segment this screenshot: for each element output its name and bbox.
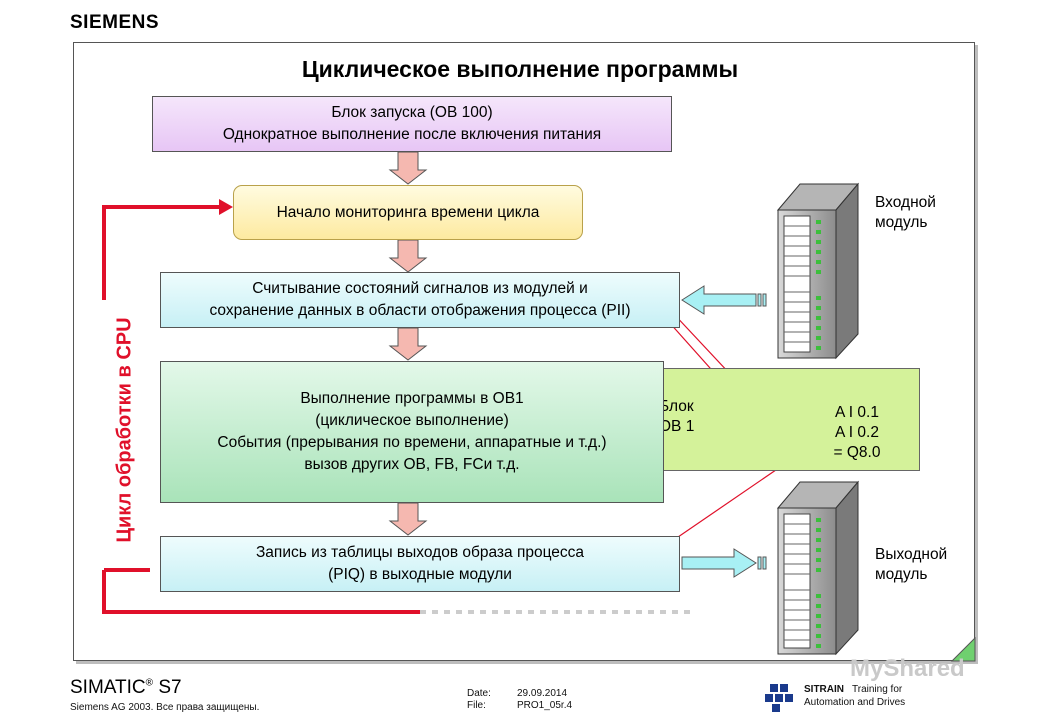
execute-line-3: События (прерывания по времени, аппаратн… bbox=[217, 434, 607, 451]
startup-block-line-2: Однократное выполнение после включения п… bbox=[222, 126, 602, 143]
output-module-graphic bbox=[776, 480, 860, 656]
footer-copyright: Siemens AG 2003. Все права защищены. bbox=[70, 702, 260, 713]
read-inputs-line-2: сохранение данных в области отображения … bbox=[209, 302, 631, 319]
sitrain-text-1: Training for bbox=[852, 684, 903, 695]
input-module-graphic bbox=[776, 182, 860, 360]
cycle-monitor-text: Начало мониторинга времени цикла bbox=[276, 203, 540, 221]
sitrain-logo-icon bbox=[765, 684, 793, 712]
output-module-label: Выходной модуль bbox=[875, 546, 948, 583]
read-inputs-line-1: Считывание состояний сигналов из модулей… bbox=[252, 280, 588, 297]
ob1-code: A I 0.1 A I 0.2 = Q8.0 bbox=[833, 404, 881, 461]
execute-program-block: Выполнение программы в OB1 (циклическое … bbox=[160, 361, 664, 503]
flow-arrow-1 bbox=[388, 151, 428, 185]
execute-line-4: вызов других OB, FB, FCи т.д. bbox=[304, 456, 520, 473]
footer-date-value: 29.09.2014 bbox=[517, 688, 568, 699]
watermark-text: MyShared bbox=[850, 655, 965, 682]
startup-block: Блок запуска (OB 100) Однократное выполн… bbox=[152, 96, 672, 152]
write-outputs-line-2: (PIQ) в выходные модули bbox=[328, 566, 512, 583]
write-outputs-block: Запись из таблицы выходов образа процесс… bbox=[160, 536, 680, 592]
ob1-label: Блок OB 1 bbox=[659, 398, 695, 435]
sitrain-name: SITRAIN bbox=[804, 684, 844, 695]
ob1-detail-block: Блок OB 1 A I 0.1 A I 0.2 = Q8.0 bbox=[648, 368, 920, 471]
cycle-monitor-block: Начало мониторинга времени цикла bbox=[233, 185, 583, 240]
startup-block-line-1: Блок запуска (OB 100) bbox=[331, 104, 493, 121]
cpu-cycle-label: Цикл обработки в CPU bbox=[113, 317, 136, 543]
execute-line-2: (циклическое выполнение) bbox=[315, 412, 509, 429]
write-outputs-line-1: Запись из таблицы выходов образа процесс… bbox=[255, 544, 585, 561]
footer-file-value: PRO1_05r.4 bbox=[517, 700, 573, 711]
siemens-logo: SIEMENS bbox=[70, 12, 160, 33]
flow-arrow-2 bbox=[388, 239, 428, 273]
execute-line-1: Выполнение программы в OB1 bbox=[300, 390, 524, 407]
input-arrow bbox=[681, 285, 767, 315]
footer-file-label: File: bbox=[467, 700, 486, 711]
output-arrow bbox=[681, 548, 767, 578]
corner-mark bbox=[950, 636, 976, 662]
footer-date-label: Date: bbox=[467, 688, 491, 699]
sitrain-text-2: Automation and Drives bbox=[804, 697, 906, 708]
cycle-loop-arrowhead bbox=[219, 199, 233, 215]
flow-arrow-4 bbox=[388, 502, 428, 536]
footer-product: SIMATIC® S7 bbox=[70, 677, 182, 698]
read-inputs-block: Считывание состояний сигналов из модулей… bbox=[160, 272, 680, 328]
flow-arrow-3 bbox=[388, 327, 428, 361]
cycle-loop bbox=[102, 205, 420, 614]
slide-title: Циклическое выполнение программы bbox=[301, 56, 739, 82]
input-module-label: Входной модуль bbox=[875, 194, 936, 231]
